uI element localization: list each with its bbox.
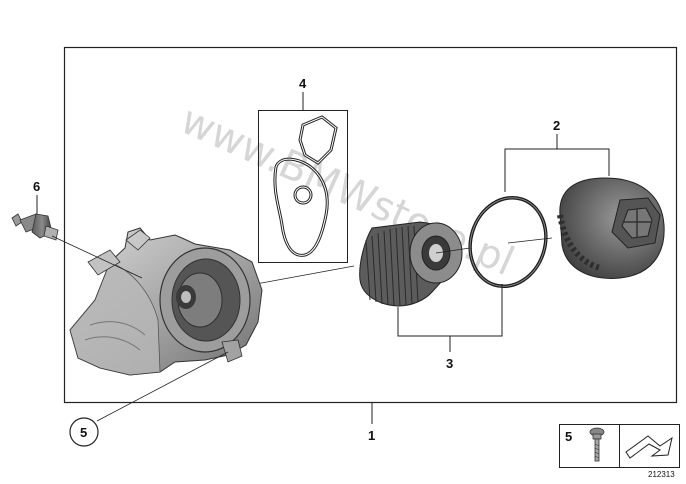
arrow-icon <box>625 435 673 459</box>
callout-2[interactable]: 2 <box>553 118 560 133</box>
callout-5[interactable]: 5 <box>80 425 87 440</box>
bolt-icon <box>589 427 605 462</box>
callout-4[interactable]: 4 <box>299 76 307 91</box>
gasket-set-box <box>258 110 348 263</box>
bolt-leader-line <box>96 351 229 422</box>
diagram-frame <box>63 46 678 404</box>
callout-1[interactable]: 1 <box>368 428 375 443</box>
legend-box: 5 <box>559 424 680 468</box>
diagram-number: 212313 <box>648 470 675 479</box>
sensor-leader-line <box>51 235 143 279</box>
callout-3[interactable]: 3 <box>446 356 453 371</box>
sensor-part <box>11 213 59 241</box>
o-ring <box>468 195 548 289</box>
gasket-set <box>273 115 338 257</box>
callout-6[interactable]: 6 <box>33 179 40 194</box>
legend-bolt-number: 5 <box>565 429 572 444</box>
filter-element <box>359 221 463 307</box>
filter-cap <box>557 177 665 279</box>
callout-5-bubble[interactable]: 5 <box>69 417 99 447</box>
oil-filter-housing <box>69 227 263 376</box>
